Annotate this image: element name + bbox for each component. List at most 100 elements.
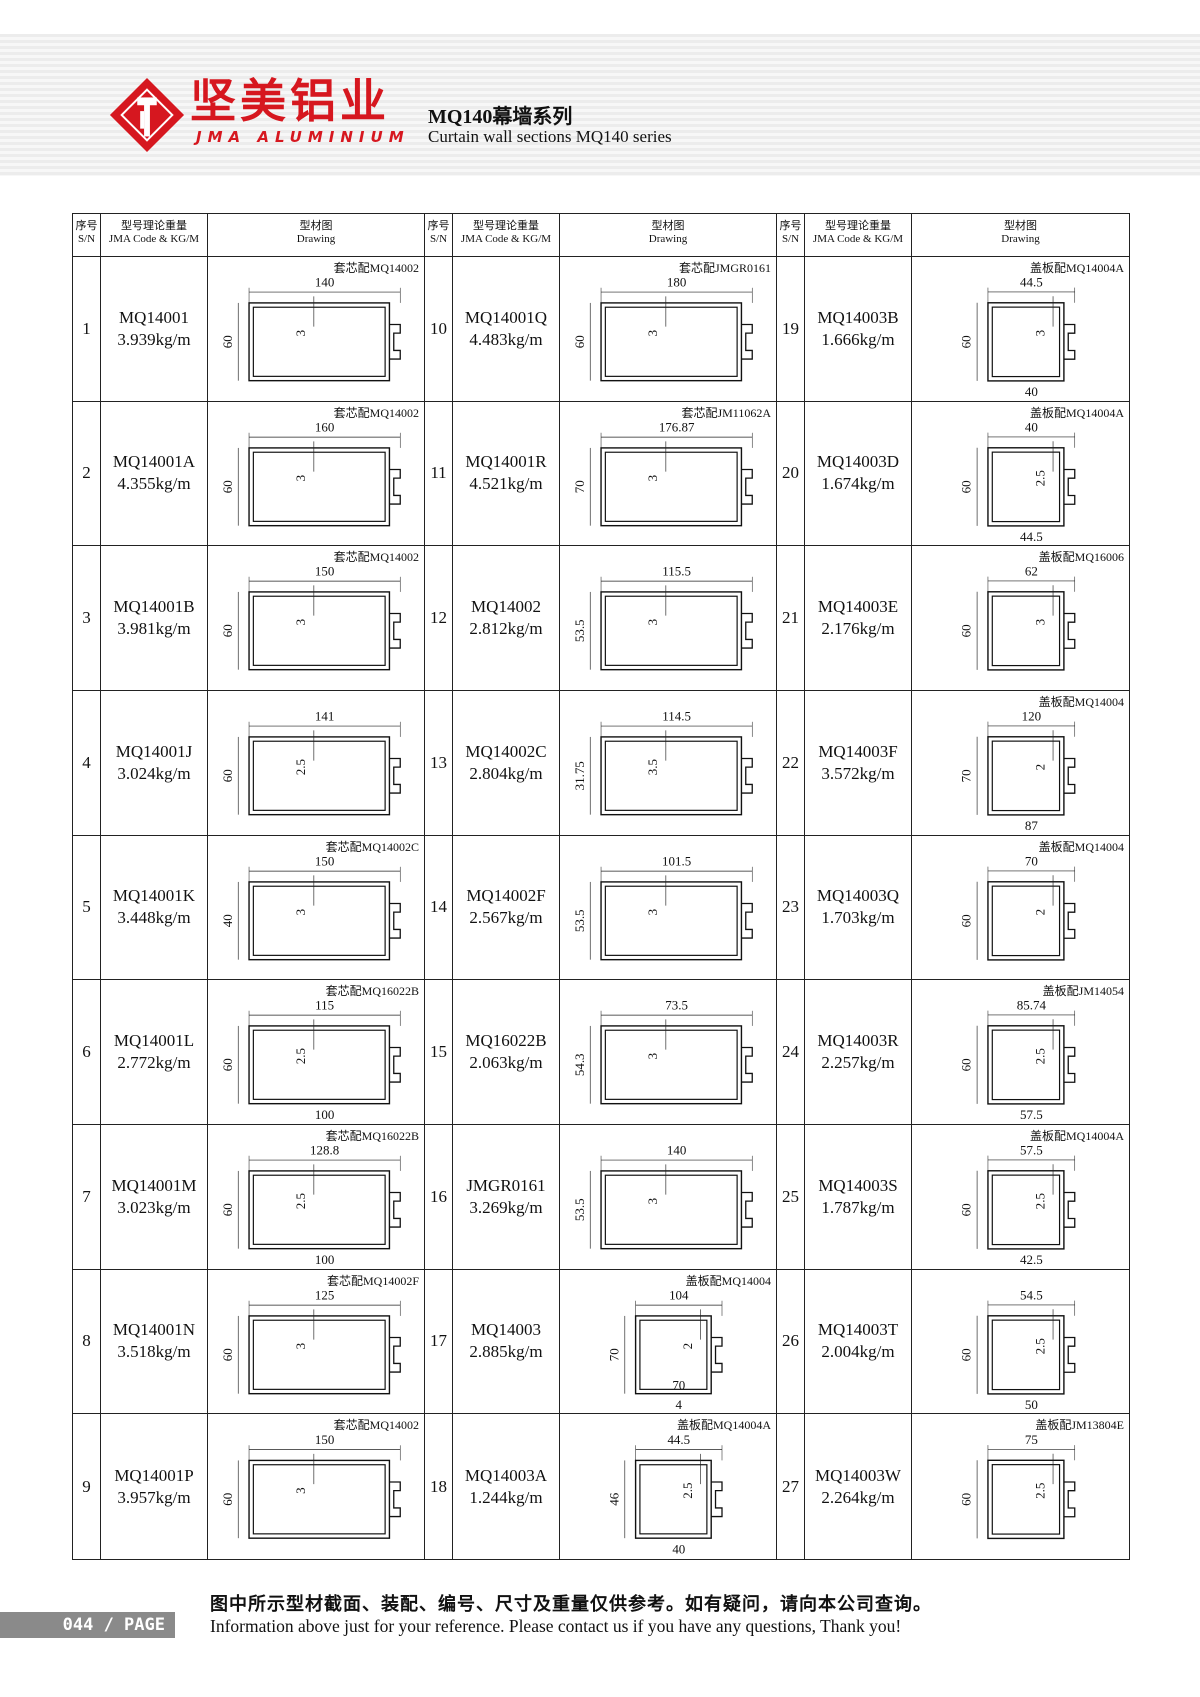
- dimension-label: 73.5: [665, 998, 688, 1013]
- profile-connector: [741, 1047, 753, 1084]
- dimension-label: 70: [672, 1377, 685, 1392]
- profile-code-label: MQ14001Q: [464, 307, 548, 327]
- profile-code-label: MQ14001R: [465, 452, 547, 472]
- profile-outer-wall: [987, 591, 1065, 671]
- serial-number: 6: [73, 980, 101, 1124]
- dimension-label: 85.74: [1017, 998, 1047, 1013]
- profile-inner-wall: [991, 1174, 1061, 1246]
- profile-outer-wall: [634, 1460, 712, 1540]
- page-number: 044 / PAGE: [0, 1612, 175, 1638]
- dimension-label: 2.5: [1032, 1193, 1047, 1209]
- dimension-label: 125: [315, 1287, 334, 1302]
- dimension-label: 54.5: [1020, 1287, 1043, 1302]
- profile-code-label: MQ14001P: [114, 1465, 194, 1485]
- profile-weight: 1.674kg/m: [821, 474, 895, 494]
- serial-number: 11: [425, 401, 453, 546]
- assembly-note: 套芯配JMGR0161: [678, 261, 771, 275]
- dimension-label: 115: [315, 998, 334, 1013]
- profile-inner-wall: [604, 1174, 738, 1245]
- serial-number: 26: [777, 1269, 805, 1414]
- dimension-label: 60: [220, 769, 235, 782]
- profile-weight: 2.772kg/m: [117, 1053, 191, 1073]
- profile-connector: [1063, 468, 1076, 505]
- dimension-label: 31.75: [572, 761, 587, 790]
- dimension-label: 70: [606, 1348, 621, 1361]
- dimension-label: 3: [293, 330, 308, 336]
- profile-code-label: MQ14001M: [111, 1175, 197, 1195]
- dimension-label: 44.5: [1020, 529, 1043, 544]
- assembly-note: 套芯配MQ14002: [333, 1418, 419, 1433]
- profile-connector: [741, 323, 753, 360]
- profile-outer-wall: [634, 1314, 712, 1395]
- profile-inner-wall: [991, 1319, 1061, 1390]
- dimension-label: 2.5: [293, 1048, 308, 1064]
- header-band: [0, 34, 1200, 176]
- series-title-en: Curtain wall sections MQ140 series: [428, 127, 672, 146]
- dimension-label: 60: [959, 624, 974, 638]
- profile-connector: [1063, 613, 1076, 650]
- serial-number: 19: [777, 257, 805, 401]
- dimension-label: 44.5: [667, 1433, 690, 1448]
- assembly-note: 盖板配MQ14004: [685, 1273, 771, 1288]
- brand-name-en: JMA ALUMINIUM: [196, 128, 410, 146]
- assembly-note: 套芯配MQ14002: [333, 261, 419, 275]
- dimension-label: 60: [220, 335, 235, 348]
- dimension-label: 3: [293, 475, 308, 481]
- profile-connector: [1063, 757, 1076, 794]
- profile-weight: 4.483kg/m: [469, 329, 543, 349]
- assembly-note: 套芯配MQ14002F: [326, 1273, 419, 1288]
- serial-number: 10: [425, 257, 453, 401]
- dimension-label: 40: [220, 914, 235, 927]
- assembly-note: 盖板配JM14054: [1042, 984, 1124, 999]
- profile-code-label: MQ14003B: [817, 307, 899, 327]
- dimension-label: 2.5: [293, 1193, 308, 1209]
- profile-inner-wall: [604, 451, 738, 522]
- serial-number: 22: [777, 691, 805, 835]
- profile-outer-wall: [987, 880, 1065, 961]
- profile-code-label: MQ14002C: [465, 741, 547, 761]
- profile-weight: 3.448kg/m: [117, 908, 191, 928]
- profile-code-label: MQ14001A: [112, 452, 196, 472]
- assembly-note: 盖板配MQ14004A: [1029, 261, 1124, 275]
- profile-connector: [741, 613, 753, 650]
- profile-outer-wall: [600, 880, 743, 961]
- dimension-label: 140: [315, 275, 334, 290]
- profile-weight: 1.703kg/m: [821, 908, 895, 928]
- profile-code-label: MQ14003W: [815, 1465, 901, 1485]
- dimension-label: 60: [959, 1348, 974, 1362]
- profile-weight: 3.518kg/m: [117, 1342, 191, 1362]
- dimension-label: 50: [1025, 1397, 1039, 1412]
- profile-code-label: MQ14003: [471, 1320, 541, 1340]
- dimension-label: 3: [645, 475, 660, 481]
